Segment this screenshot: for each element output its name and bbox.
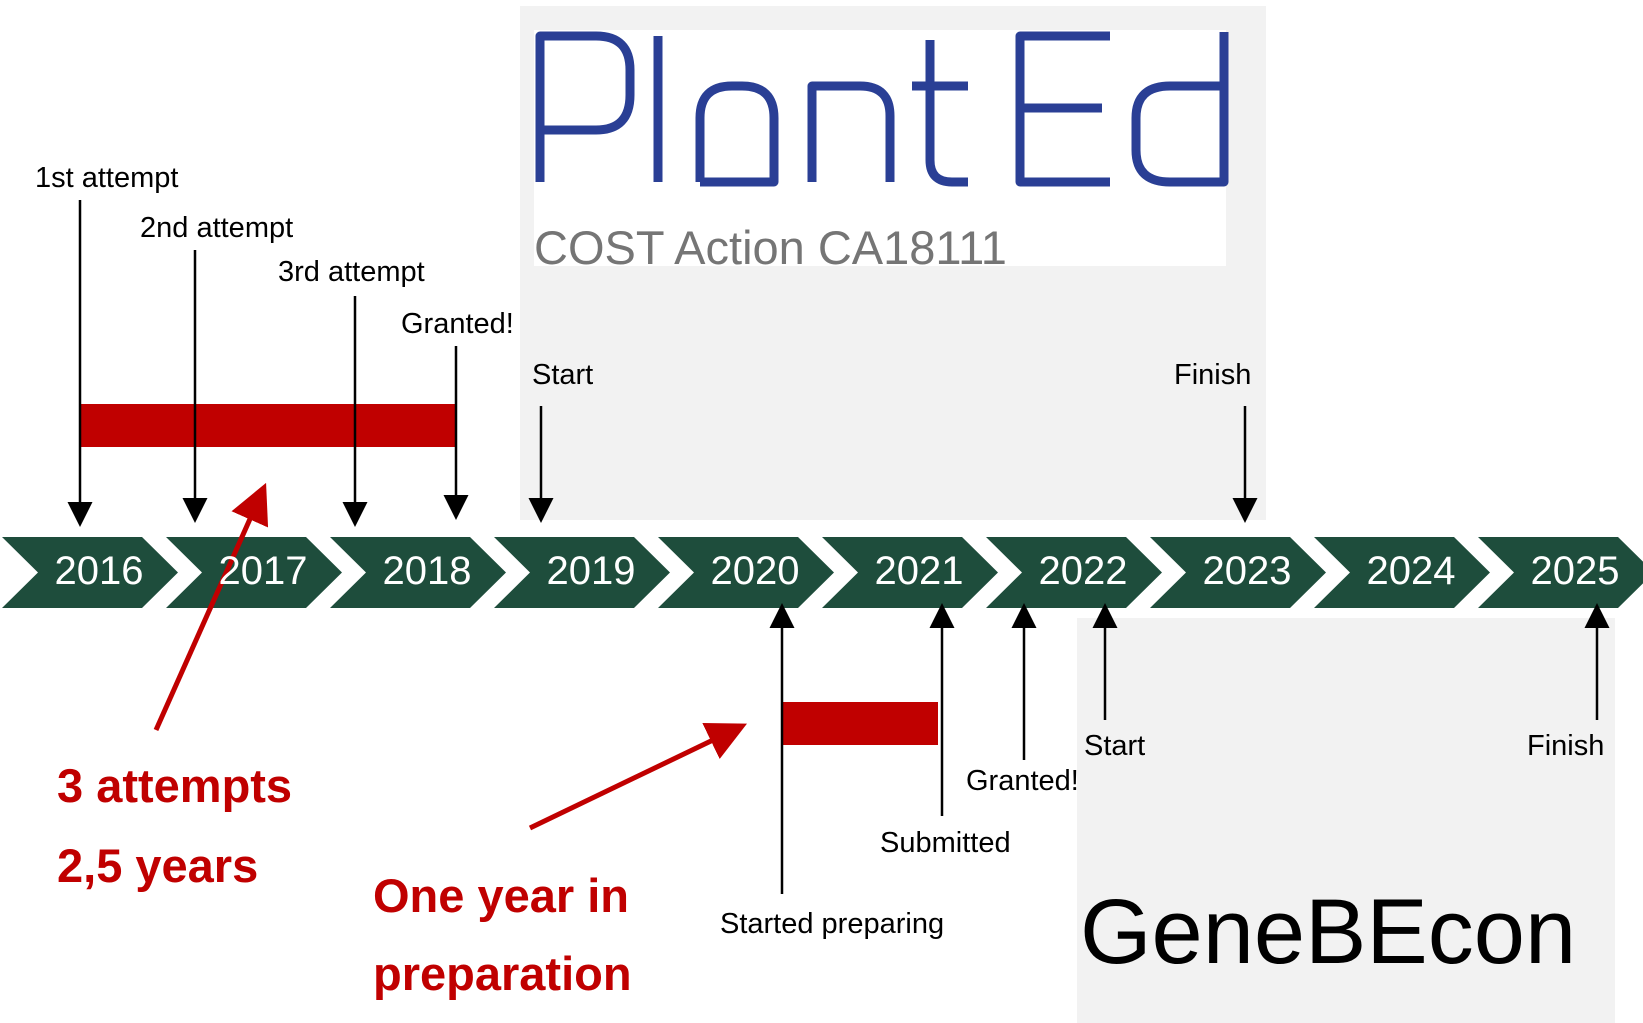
year-label-2019: 2019 <box>546 549 636 593</box>
plant-ed-start-label: Start <box>532 359 594 391</box>
genebecon-finish-label: Finish <box>1527 730 1605 762</box>
attempt2-label: 2nd attempt <box>140 212 294 244</box>
attempts-note-line1: 3 attempts <box>57 759 293 812</box>
preparation-bar <box>782 702 938 745</box>
year-label-2021: 2021 <box>874 549 964 593</box>
year-label-2023: 2023 <box>1202 549 1292 593</box>
year-chevron-2021 <box>822 537 998 608</box>
plant-ed-logo-box <box>534 30 1226 266</box>
year-label-2022: 2022 <box>1038 549 1128 593</box>
granted-2-label: Granted! <box>966 765 1079 797</box>
attempts-note-arrow <box>153 482 269 732</box>
preparation-note-arrow <box>528 722 748 831</box>
year-label-2018: 2018 <box>382 549 472 593</box>
year-label-2024: 2024 <box>1366 549 1456 593</box>
year-label-2025: 2025 <box>1530 549 1620 593</box>
year-chevron-2023 <box>1150 537 1326 608</box>
submitted-label: Submitted <box>880 827 1011 859</box>
year-label-2016: 2016 <box>54 549 144 593</box>
first-attempts-bar <box>80 404 456 447</box>
year-chevron-2018 <box>330 537 506 608</box>
preparation-note-line1: One year in <box>373 869 629 922</box>
genebecon-panel <box>1077 618 1615 1023</box>
year-chevron-2024 <box>1314 537 1490 608</box>
year-chevron-2016 <box>2 537 178 608</box>
year-label-2017: 2017 <box>218 549 308 593</box>
genebecon-start-label: Start <box>1084 730 1146 762</box>
year-chevron-2017 <box>166 537 342 608</box>
bottom-arrows <box>769 603 1610 894</box>
started-preparing-label: Started preparing <box>720 908 945 940</box>
granted-label: Granted! <box>401 308 514 340</box>
year-chevron-2020 <box>658 537 834 608</box>
preparation-note-line2: preparation <box>373 947 632 1000</box>
genebecon-logo: GeneBEcon <box>1080 881 1577 983</box>
attempt3-label: 3rd attempt <box>278 256 425 288</box>
year-chevron-2022 <box>986 537 1162 608</box>
year-chevron-2019 <box>494 537 670 608</box>
attempt1-label: 1st attempt <box>35 162 179 194</box>
plant-ed-finish-label: Finish <box>1174 359 1252 391</box>
attempts-note-line2: 2,5 years <box>57 839 259 892</box>
plant-ed-logo <box>535 31 1229 187</box>
year-label-2020: 2020 <box>710 549 800 593</box>
top-arrows <box>67 200 1258 527</box>
plant-ed-subtitle: COST Action CA18111 <box>534 221 1007 274</box>
year-chevron-2025 <box>1478 537 1643 608</box>
